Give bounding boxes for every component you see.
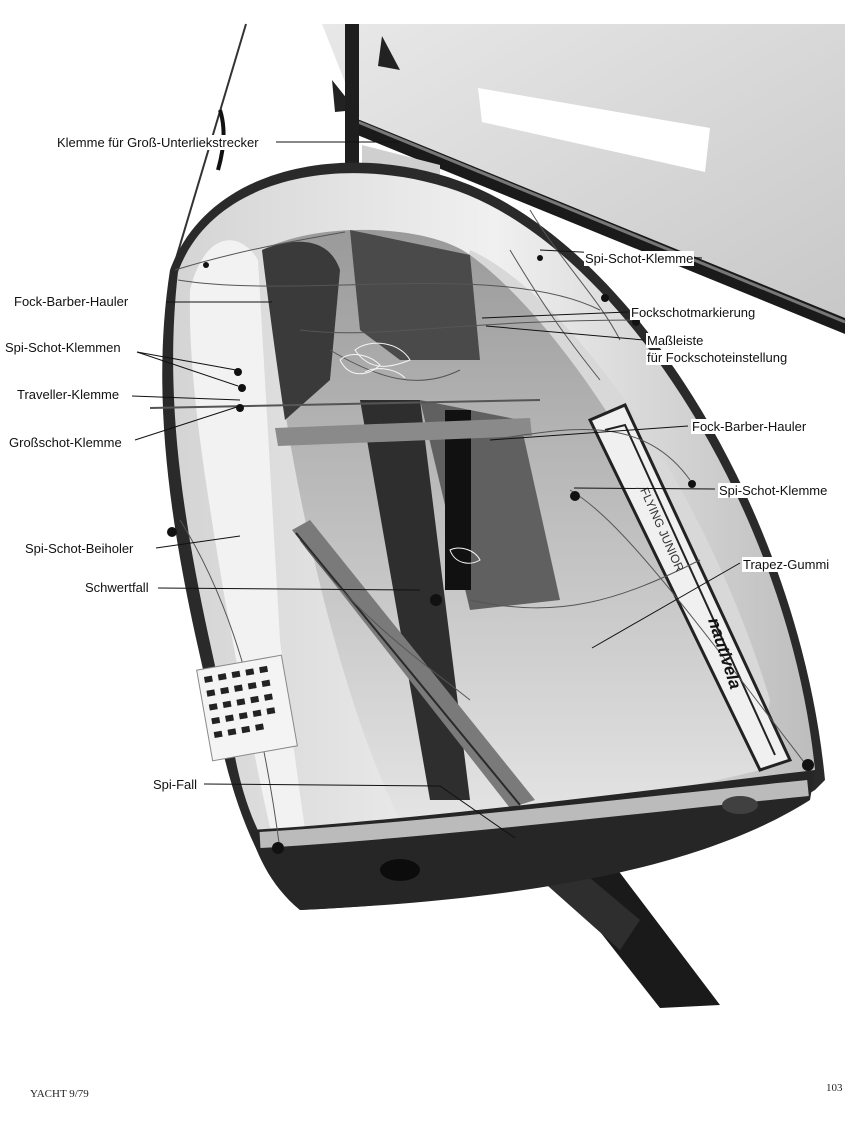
- mainsail: [322, 24, 845, 318]
- label-traveller-klemme: Traveller-Klemme: [16, 387, 121, 402]
- label-spi-fall: Spi-Fall: [152, 777, 199, 792]
- label-fockschotmarkierung: Fockschotmarkierung: [630, 305, 757, 320]
- boom: [350, 118, 845, 334]
- label-spi-schot-klemme-top: Spi-Schot-Klemme: [584, 251, 695, 266]
- label-massleiste-line1: Maßleiste: [646, 333, 705, 348]
- label-grossschot-klemme: Großschot-Klemme: [8, 435, 123, 450]
- label-fock-barber-hauler-right: Fock-Barber-Hauler: [691, 419, 808, 434]
- label-massleiste-line2: für Fockschoteinstellung: [646, 350, 789, 365]
- sail-window: [478, 88, 710, 172]
- label-spi-schot-beiholer: Spi-Schot-Beiholer: [24, 541, 135, 556]
- label-schwertfall: Schwertfall: [84, 580, 150, 595]
- footer-page-number: 103: [826, 1082, 843, 1094]
- label-spi-schot-klemme-right: Spi-Schot-Klemme: [718, 483, 829, 498]
- spinnaker-pole: [292, 520, 535, 808]
- footer-magazine: YACHT 9/79: [30, 1088, 89, 1100]
- label-klemme-gross-unterliekstrecker: Klemme für Groß-Unterliekstrecker: [56, 135, 260, 150]
- label-fock-barber-hauler-left: Fock-Barber-Hauler: [13, 294, 130, 309]
- label-trapez-gummi: Trapez-Gummi: [742, 557, 831, 572]
- label-spi-schot-klemmen: Spi-Schot-Klemmen: [4, 340, 122, 355]
